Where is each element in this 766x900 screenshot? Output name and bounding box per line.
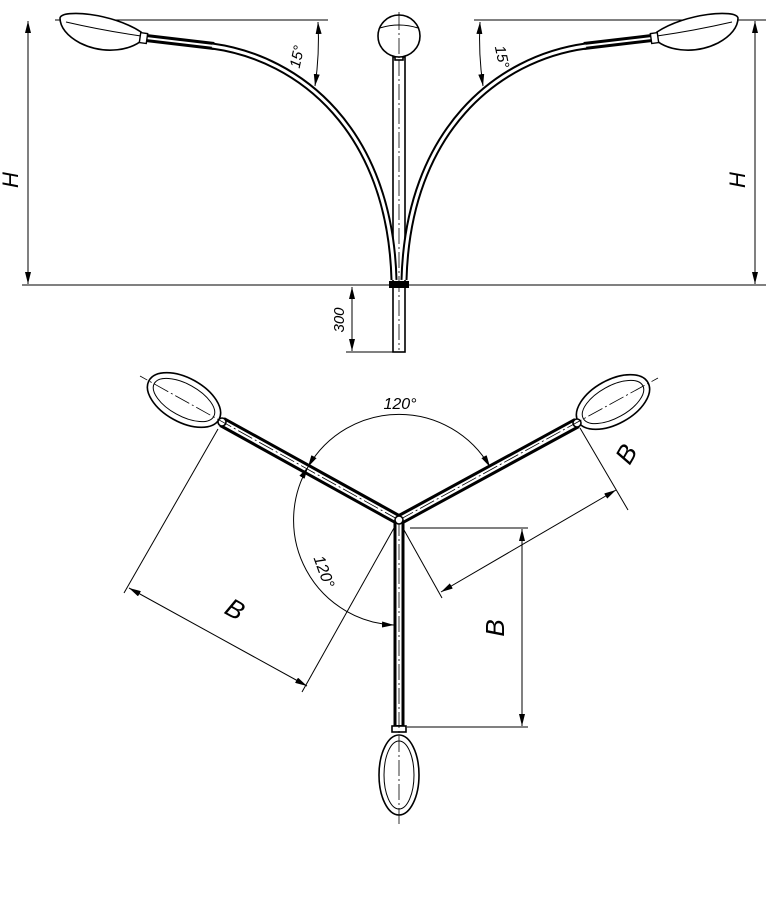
left-lamp-collar: [138, 31, 149, 45]
left-arm-straight-inner: [145, 37, 215, 47]
right-lamp-diffuser-line: [656, 21, 733, 37]
reach-right-extension-outer: [579, 427, 629, 511]
plan-lamp-right-inner: [581, 379, 645, 425]
plan-angle-dimension-left: [293, 466, 395, 628]
plan-view: 120° 120° B B B: [123, 371, 659, 824]
ground-collar: [389, 281, 409, 288]
arm-angle-dimension-left: [313, 21, 322, 87]
reach-left-extension-inner: [301, 527, 395, 693]
plan-hub: [394, 515, 404, 525]
reach-left-extension-outer: [123, 428, 219, 594]
reach-vertical-label: B: [480, 619, 510, 636]
reach-right-dimension: [440, 489, 617, 593]
arm-angle-label-right: 15°: [491, 44, 512, 70]
left-lamp-diffuser-line: [65, 21, 142, 37]
height-label-right: H: [725, 172, 750, 188]
arm-angle-dimension-right: [476, 21, 485, 87]
plan-angle-label-top: 120°: [383, 396, 417, 413]
height-label-left: H: [0, 172, 23, 188]
right-arm-straight-inner: [583, 37, 653, 47]
right-lamp-head: [651, 12, 739, 51]
reach-left-dimension: [128, 587, 308, 687]
elevation-view: H H 15° 15°: [0, 12, 766, 353]
reach-right-extension-inner: [403, 529, 443, 599]
plan-angle-dimension-top: [307, 413, 491, 468]
base-depth-label: 300: [331, 307, 348, 333]
left-lamp-head: [59, 12, 147, 51]
right-arm-curve-inner: [402, 44, 587, 281]
arm-angle-label-left: 15°: [287, 44, 308, 70]
plan-collar-right: [572, 418, 582, 428]
right-lamp-collar: [649, 31, 660, 45]
plan-lamp-left-inner: [152, 377, 216, 423]
left-arm-curve-inner: [211, 44, 396, 281]
